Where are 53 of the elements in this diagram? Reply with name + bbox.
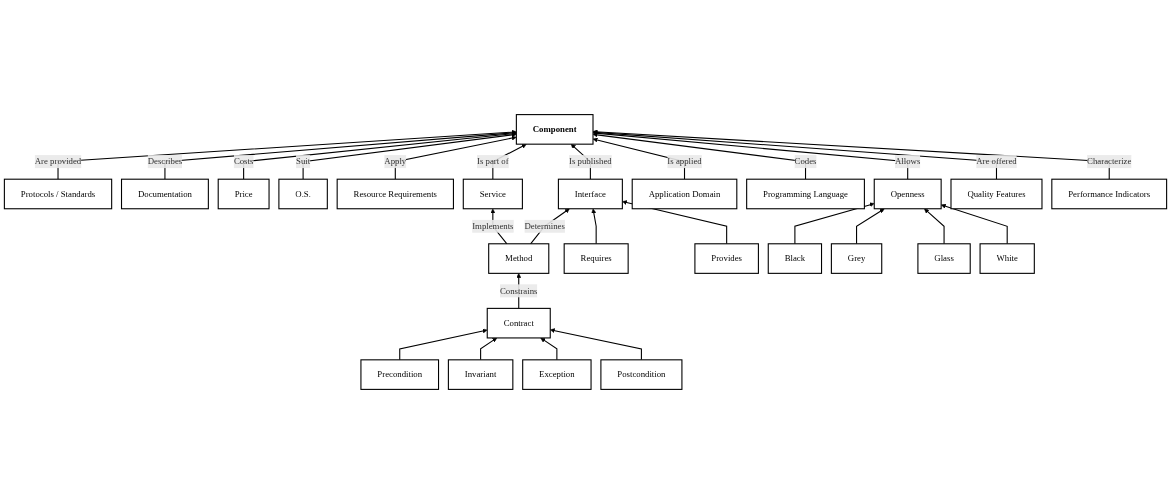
node-box: Provides [694,243,759,274]
edge-label: Costs [233,156,254,167]
node-box: O.S. [278,178,328,210]
edge-label: Is applied [667,156,702,167]
edge-label: Characterize [1087,156,1132,167]
node-box: Precondition [360,359,440,390]
edge-label: Codes [794,156,817,167]
node-box: Performance Indicators [1051,178,1168,210]
arrow [924,208,945,245]
arrow [540,337,558,361]
node-box: Interface [557,178,623,210]
arrow [243,131,517,180]
edge-label: Are offered [976,156,1017,167]
node-box: Exception [522,359,592,390]
node-box: Black [767,243,823,274]
edge-label: Suit [296,156,311,167]
node-box: Resource Requirements [336,178,454,210]
arrow [164,130,517,180]
node-box: Price [217,178,270,210]
edge-label: Allows [895,156,921,167]
node-box: Glass [917,243,971,274]
edge-label: Is published [569,156,612,167]
arrow [856,208,885,245]
node-box: White [979,243,1035,274]
node-box: Postcondition [600,359,683,390]
edge-label: Constrains [500,285,538,296]
arrow [480,337,498,361]
node-box: Service [462,178,523,210]
node-box: Grey [830,243,883,274]
node-box: Method [488,243,550,274]
arrow [399,328,488,361]
node-box: Application Domain [631,178,738,210]
arrow [57,129,517,180]
edge-label: Determines [524,221,565,231]
arrow [394,135,517,180]
node-box: Requires [563,243,629,274]
edge-label: Are provided [34,156,82,167]
node-box: Documentation [120,178,209,210]
arrow [302,132,517,180]
edge-label: Implements [472,221,514,231]
node-box: Invariant [447,359,514,390]
node-box: Protocols / Standards [3,178,113,210]
node-box: Component [515,114,594,145]
arrow [550,328,642,361]
arrow [794,202,875,245]
node-box: Programming Language [746,178,865,210]
node-box: Quality Features [950,178,1043,210]
edge-label: Is part of [477,156,509,167]
node-box: Contract [486,307,551,339]
node-box: Openness [873,178,942,210]
edge-label: Describes [147,156,183,167]
arrow [591,208,597,245]
edge-label: Apply [384,156,407,167]
